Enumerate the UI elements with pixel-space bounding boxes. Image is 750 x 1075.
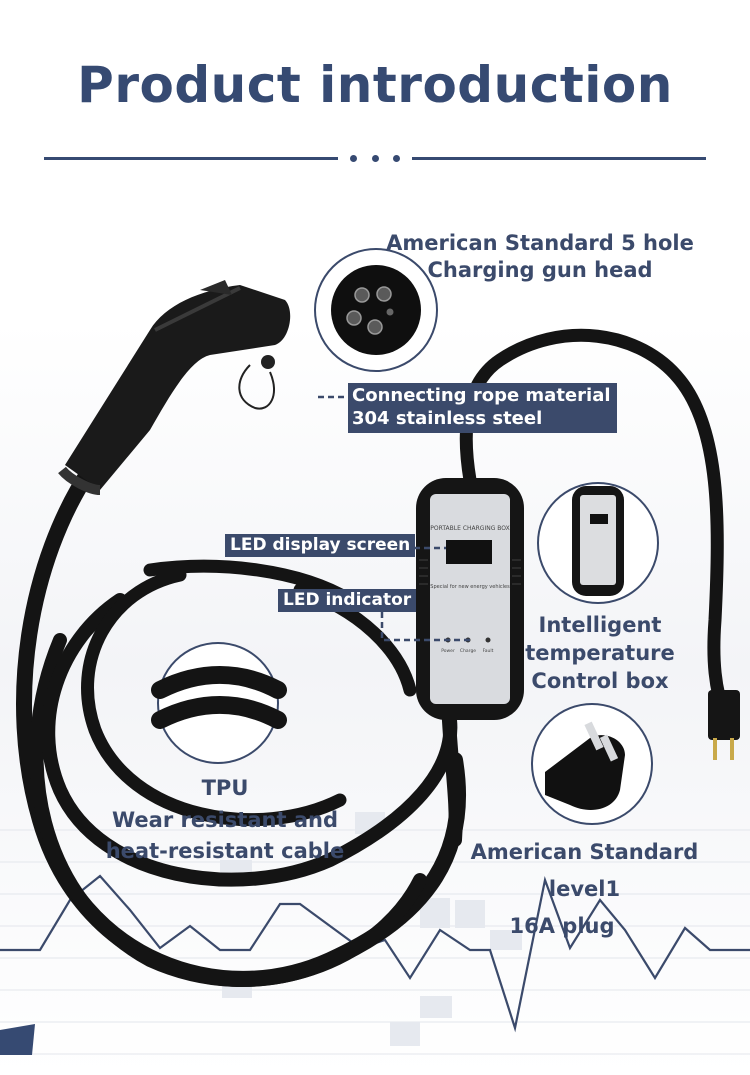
- title-divider-left: [44, 157, 338, 160]
- cable-label-line1: TPU: [201, 776, 249, 800]
- gun-head-closeup: [331, 265, 421, 355]
- device-sub-text: Special for new energy vehicles: [430, 584, 510, 590]
- control-box-label: Intelligent temperature Control box: [515, 612, 685, 696]
- plug-label-line1: American Standard level1: [470, 840, 699, 901]
- gun-head-label-line2: Charging gun head: [427, 258, 653, 283]
- control-box-icon: [416, 478, 524, 720]
- indicator-charge-label: Charge: [460, 648, 476, 654]
- title-divider-right: [412, 157, 706, 160]
- page-title: Product introduction: [77, 56, 673, 114]
- control-box-label-line1: Intelligent: [538, 613, 662, 637]
- title-divider-dots: [350, 152, 400, 164]
- cable-label: TPU Wear resistant and heat-resistant ca…: [95, 773, 355, 868]
- plug-label: American Standard level1 16A plug: [432, 834, 737, 944]
- plug-closeup: [545, 721, 625, 810]
- control-box-label-line2: temperature: [525, 640, 675, 665]
- device-brand-text: PORTABLE CHARGING BOX: [430, 525, 509, 532]
- cable-closeup: [151, 666, 287, 729]
- indicator-power-label: Power: [441, 648, 455, 654]
- gun-head-label-line1: American Standard 5 hole: [386, 231, 694, 255]
- indicator-fault-label: Fault: [483, 648, 494, 654]
- led-indicator-tag: LED indicator: [278, 589, 417, 613]
- led-screen-tag: LED display screen: [225, 534, 416, 558]
- gun-head-label: American Standard 5 hole Charging gun he…: [380, 230, 700, 285]
- cable-label-line2: Wear resistant and: [112, 807, 338, 832]
- rope-material-tag: Connecting rope material 304 stainless s…: [348, 383, 617, 433]
- rope-material-line2: 304 stainless steel: [352, 407, 543, 429]
- nema-5-15-plug-icon: [708, 690, 740, 760]
- ev-charging-gun-icon: [58, 280, 291, 495]
- rope-material-line1: Connecting rope material: [352, 385, 611, 406]
- control-box-closeup: [572, 486, 624, 596]
- cable-label-line3: heat-resistant cable: [105, 839, 345, 863]
- control-box-label-line3: Control box: [531, 668, 669, 693]
- plug-label-line2: 16A plug: [509, 913, 615, 938]
